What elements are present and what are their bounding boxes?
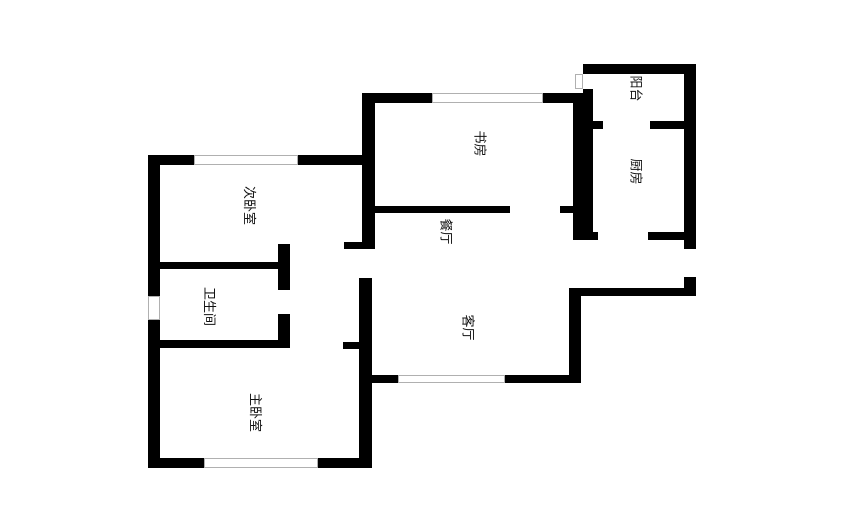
wall-kitchen-right [684,64,696,249]
wall-top-second-bedroom-right [298,155,365,165]
wall-right-stub [684,277,696,296]
wall-study-top-left [362,93,432,103]
room-label-second-bedroom: 次卧室 [241,185,257,226]
wall-bottom-master-left [148,458,204,468]
room-label-kitchen: 厨房 [627,158,643,185]
room-label-master-bedroom: 主卧室 [247,392,263,433]
wall-living-bottom-left [368,375,398,383]
window-living-room [398,375,505,383]
room-label-study: 书房 [471,130,487,157]
window-balcony-side [575,74,583,89]
wall-kitchen-bottom-right [648,232,696,240]
wall-living-bottom-right [505,375,581,383]
wall-balcony-divider-right [650,121,696,129]
wall-top-second-bedroom-left [148,155,194,165]
window-study [432,93,543,103]
wall-bath-bottom [155,340,290,348]
window-master-bedroom [204,458,318,468]
wall-living-left [359,278,372,468]
room-label-living-room: 客厅 [459,314,475,341]
wall-balcony-divider-left [583,121,603,129]
wall-door-stub-lower [343,342,368,349]
wall-kitchen-bottom-left [583,232,598,240]
wall-study-bottom [372,206,510,213]
wall-bottom-master-right [318,458,372,468]
wall-study-top-right [543,93,583,103]
wall-bedroom-divider [155,262,290,269]
room-label-balcony: 阳台 [627,75,643,102]
wall-living-right [569,288,581,383]
wall-door-stub-upper [344,242,375,249]
wall-bath-post-lower [278,314,290,348]
wall-dining-stub [560,206,585,213]
wall-study-left [362,93,375,248]
wall-study-right [573,93,585,240]
room-label-bathroom: 卫生间 [201,286,217,327]
window-second-bedroom [194,155,298,165]
room-label-dining: 餐厅 [437,218,453,245]
wall-bath-post-upper [278,244,290,290]
window-bathroom [148,296,160,320]
wall-kitchen-top [583,64,696,74]
wall-living-top-right [569,288,696,296]
wall-kitchen-left-upper [583,89,593,240]
